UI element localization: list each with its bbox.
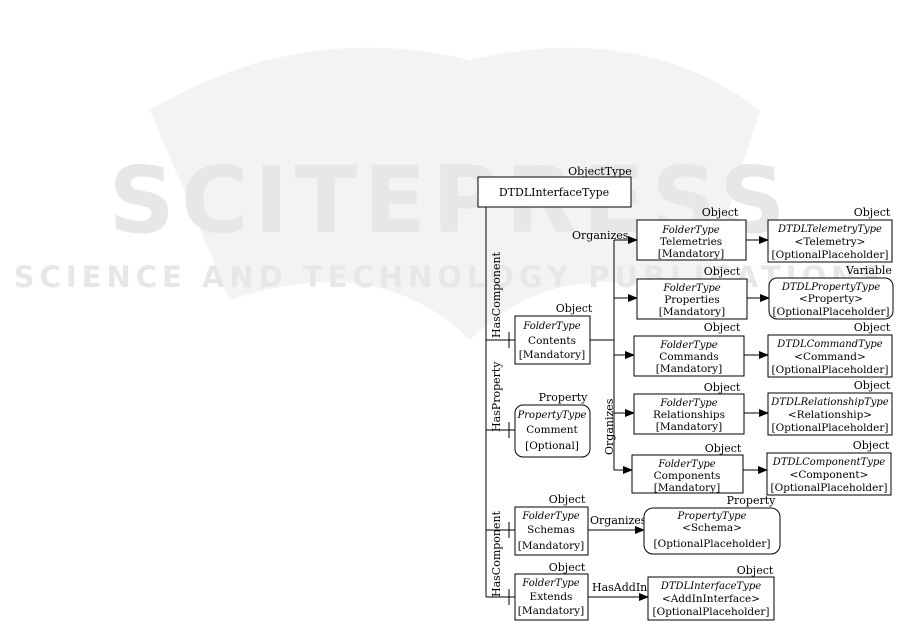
svg-text:Schemas: Schemas	[527, 524, 575, 536]
telemetries-node[interactable]	[636, 219, 747, 261]
svg-text:DTDLCommandType: DTDLCommandType	[776, 339, 883, 350]
svg-text:[OptionalPlaceholder]: [OptionalPlaceholder]	[771, 482, 888, 494]
svg-text:PropertyType: PropertyType	[517, 410, 587, 421]
extends-node[interactable]	[514, 573, 589, 621]
addin-ph-class: Object	[737, 564, 774, 577]
svg-text:[OptionalPlaceholder]: [OptionalPlaceholder]	[654, 538, 771, 550]
root-type-label: ObjectType	[568, 165, 632, 178]
svg-text:<Relationship>: <Relationship>	[788, 409, 872, 421]
relation-organizes-schemas: Organizes	[590, 514, 647, 527]
telemetry-placeholder-node[interactable]	[767, 219, 893, 263]
commands-class: Object	[704, 321, 741, 334]
component-ph-class: Object	[853, 439, 890, 452]
schema-ph-class: Property	[727, 494, 777, 507]
contents-class: Object	[556, 302, 593, 315]
comment-class: Property	[539, 391, 589, 404]
properties-node[interactable]	[636, 278, 748, 320]
telemetry-ph-class: Object	[854, 206, 891, 219]
components-class: Object	[705, 442, 742, 455]
addin-placeholder-node[interactable]	[647, 576, 775, 621]
svg-text:[OptionalPlaceholder]: [OptionalPlaceholder]	[773, 306, 890, 318]
svg-text:DTDLComponentType: DTDLComponentType	[772, 457, 885, 468]
svg-text:[Mandatory]: [Mandatory]	[656, 421, 722, 433]
svg-text:FolderType: FolderType	[661, 225, 719, 236]
svg-text:Properties: Properties	[664, 294, 720, 306]
svg-text:<Schema>: <Schema>	[682, 522, 742, 534]
svg-text:<Command>: <Command>	[794, 351, 866, 363]
svg-text:[Mandatory]: [Mandatory]	[518, 540, 584, 552]
command-placeholder-node[interactable]	[767, 334, 893, 378]
property-placeholder-node[interactable]	[768, 277, 894, 320]
relation-hasaddin: HasAddIn	[592, 581, 647, 594]
svg-text:FolderType: FolderType	[522, 321, 580, 332]
svg-text:[OptionalPlaceholder]: [OptionalPlaceholder]	[772, 364, 889, 376]
svg-text:DTDLPropertyType: DTDLPropertyType	[781, 282, 880, 293]
svg-text:Telemetries: Telemetries	[660, 236, 722, 248]
svg-text:Commands: Commands	[659, 351, 718, 363]
svg-text:DTDLTelemetryType: DTDLTelemetryType	[777, 224, 882, 235]
svg-text:DTDLRelationshipType: DTDLRelationshipType	[770, 397, 889, 408]
extends-class: Object	[549, 561, 586, 574]
svg-text:Contents: Contents	[528, 335, 576, 347]
svg-text:FolderType: FolderType	[521, 578, 579, 589]
root-node-name: DTDLInterfaceType	[499, 186, 609, 199]
svg-text:[Mandatory]: [Mandatory]	[659, 306, 725, 318]
svg-text:[OptionalPlaceholder]: [OptionalPlaceholder]	[653, 606, 770, 618]
telemetries-class: Object	[702, 206, 739, 219]
svg-text:[Mandatory]: [Mandatory]	[518, 605, 584, 617]
svg-text:[Mandatory]: [Mandatory]	[654, 482, 720, 494]
svg-text:DTDLInterfaceType: DTDLInterfaceType	[660, 581, 761, 592]
relation-organizes-side: Organizes	[603, 398, 616, 455]
svg-text:FolderType: FolderType	[659, 340, 717, 351]
root-node-box[interactable]	[477, 176, 632, 208]
svg-text:PropertyType: PropertyType	[677, 511, 747, 522]
components-node[interactable]	[631, 454, 744, 494]
svg-text:Comment: Comment	[526, 424, 578, 436]
watermark-book-shape	[150, 47, 760, 340]
svg-text:[Mandatory]: [Mandatory]	[656, 363, 722, 375]
relationships-node[interactable]	[633, 393, 745, 435]
relationship-placeholder-node[interactable]	[767, 392, 893, 436]
relation-organizes-top: Organizes	[572, 229, 629, 242]
svg-text:<Component>: <Component>	[790, 469, 869, 481]
svg-text:[OptionalPlaceholder]: [OptionalPlaceholder]	[772, 249, 889, 261]
relation-hasproperty: HasProperty	[490, 361, 503, 432]
svg-text:Components: Components	[654, 470, 721, 482]
relationships-class: Object	[704, 381, 741, 394]
relationship-ph-class: Object	[854, 379, 891, 392]
svg-text:Extends: Extends	[530, 591, 573, 603]
properties-class: Object	[704, 265, 741, 278]
svg-text:FolderType: FolderType	[659, 398, 717, 409]
svg-text:[Mandatory]: [Mandatory]	[519, 349, 585, 361]
svg-text:FolderType: FolderType	[521, 511, 579, 522]
svg-text:FolderType: FolderType	[657, 459, 715, 470]
relation-hascomponent-lower: HasComponent	[490, 510, 503, 597]
property-ph-class: Variable	[845, 264, 892, 277]
svg-text:<AddInInterface>: <AddInInterface>	[662, 593, 760, 605]
schemas-node[interactable]	[514, 506, 589, 556]
svg-text:[OptionalPlaceholder]: [OptionalPlaceholder]	[772, 422, 889, 434]
svg-text:<Telemetry>: <Telemetry>	[795, 236, 866, 248]
contents-node[interactable]	[514, 315, 591, 365]
schema-placeholder-node[interactable]	[643, 507, 781, 555]
svg-text:[Mandatory]: [Mandatory]	[658, 248, 724, 260]
command-ph-class: Object	[854, 321, 891, 334]
commands-node[interactable]	[633, 335, 745, 377]
relation-hascomponent-upper: HasComponent	[490, 251, 503, 338]
svg-text:<Property>: <Property>	[799, 293, 863, 305]
svg-text:FolderType: FolderType	[662, 283, 720, 294]
comment-node[interactable]	[514, 404, 591, 458]
svg-text:[Optional]: [Optional]	[525, 440, 579, 452]
schemas-class: Object	[549, 493, 586, 506]
component-placeholder-node[interactable]	[766, 452, 892, 496]
svg-text:Relationships: Relationships	[653, 409, 725, 421]
